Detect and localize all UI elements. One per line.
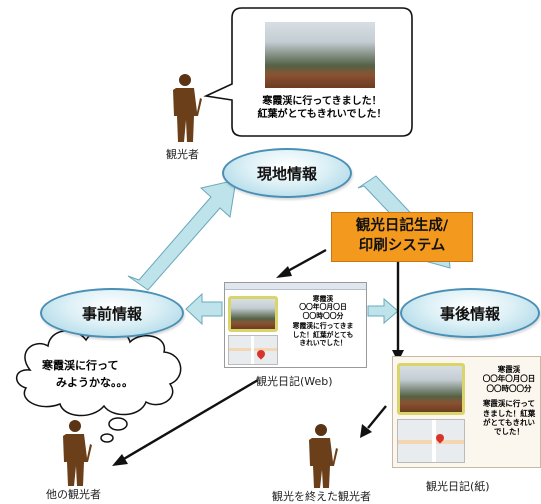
paper-diary-body-1: 寒霞渓に行って [482,399,536,409]
paper-diary-map [397,419,465,463]
web-diary-window: 寒霞渓 〇〇年〇月〇日 〇〇時〇〇分 寒霞渓に行ってきま した！紅葉がとても き… [224,282,367,368]
arrow-pre-to-onsite [127,179,237,291]
web-diary-titlebar [225,283,366,290]
system-box: 観光日記生成/ 印刷システム [331,212,473,262]
paper-diary-body-3: がとてもきれい [483,417,535,427]
tourist-speech-text: 寒霞渓に行ってきました！ 紅葉がとてもきれいでした！ [232,96,412,121]
post-info-ellipse: 事後情報 [400,288,540,338]
tourist-speech-line-2: 紅葉がとてもきれいでした！ [257,108,387,120]
web-diary-text: 寒霞渓 〇〇年〇月〇日 〇〇時〇〇分 寒霞渓に行ってきま した！紅葉がとても き… [279,295,366,348]
other-thought-text: 寒霞渓に行って みようかな。。。 [36,357,164,391]
arrow-web-to-pre [185,292,223,326]
post-info-label: 事後情報 [439,304,500,323]
tourist-photo [265,22,375,88]
thought-cloud [16,328,182,443]
paper-diary-time: 〇〇時〇〇分 [486,383,532,393]
other-tourist-label: 他の観光者 [46,488,101,501]
tourist-label: 観光者 [166,148,199,161]
tourist-speech-line-1: 寒霞渓に行ってきました！ [262,96,382,107]
paper-diary-title: 寒霞渓 [497,365,521,374]
web-diary-date: 〇〇年〇月〇日 [299,303,347,312]
web-diary-caption: 観光日記(Web) [256,375,333,388]
onsite-info-label: 現地情報 [256,164,317,183]
pre-info-label: 事前情報 [81,304,142,323]
paper-diary-caption: 観光日記(紙) [426,480,490,493]
system-box-line-1: 観光日記生成/ [355,218,449,235]
web-diary-body-2: した！紅葉がとても [292,330,354,339]
paper-diary-date: 〇〇年〇月〇日 [482,374,536,384]
tourist-figure-icon [173,74,202,142]
paper-diary: 寒霞渓 〇〇年〇月〇日 〇〇時〇〇分 寒霞渓に行って きました！紅葉 がとてもき… [392,356,541,468]
web-diary-body-1: 寒霞渓に行ってきま [292,322,354,331]
finished-tourist-label: 観光を終えた観光者 [272,490,371,503]
web-diary-map [228,335,278,365]
paper-diary-body-4: でした！ [494,427,524,437]
finished-tourist-figure-icon [309,424,338,488]
other-thought-line-1: 寒霞渓に行って [42,359,119,372]
web-diary-body-3: きれいでした！ [299,339,347,348]
pre-info-ellipse: 事前情報 [40,288,184,338]
web-diary-title: 寒霞渓 [312,295,334,303]
web-diary-photo [228,296,278,332]
paper-diary-photo [397,363,465,415]
paper-diary-body-2: きました！紅葉 [482,408,536,418]
other-tourist-figure-icon [63,420,92,486]
paper-diary-text: 寒霞渓 〇〇年〇月〇日 〇〇時〇〇分 寒霞渓に行って きました！紅葉 がとてもき… [475,365,540,437]
system-box-line-2: 印刷システム [358,238,446,254]
onsite-info-ellipse: 現地情報 [222,148,352,198]
other-thought-line-2: みようかな。。。 [56,376,133,390]
web-diary-time: 〇〇時〇〇分 [302,311,344,320]
arrow-post-to-paper [367,297,399,325]
